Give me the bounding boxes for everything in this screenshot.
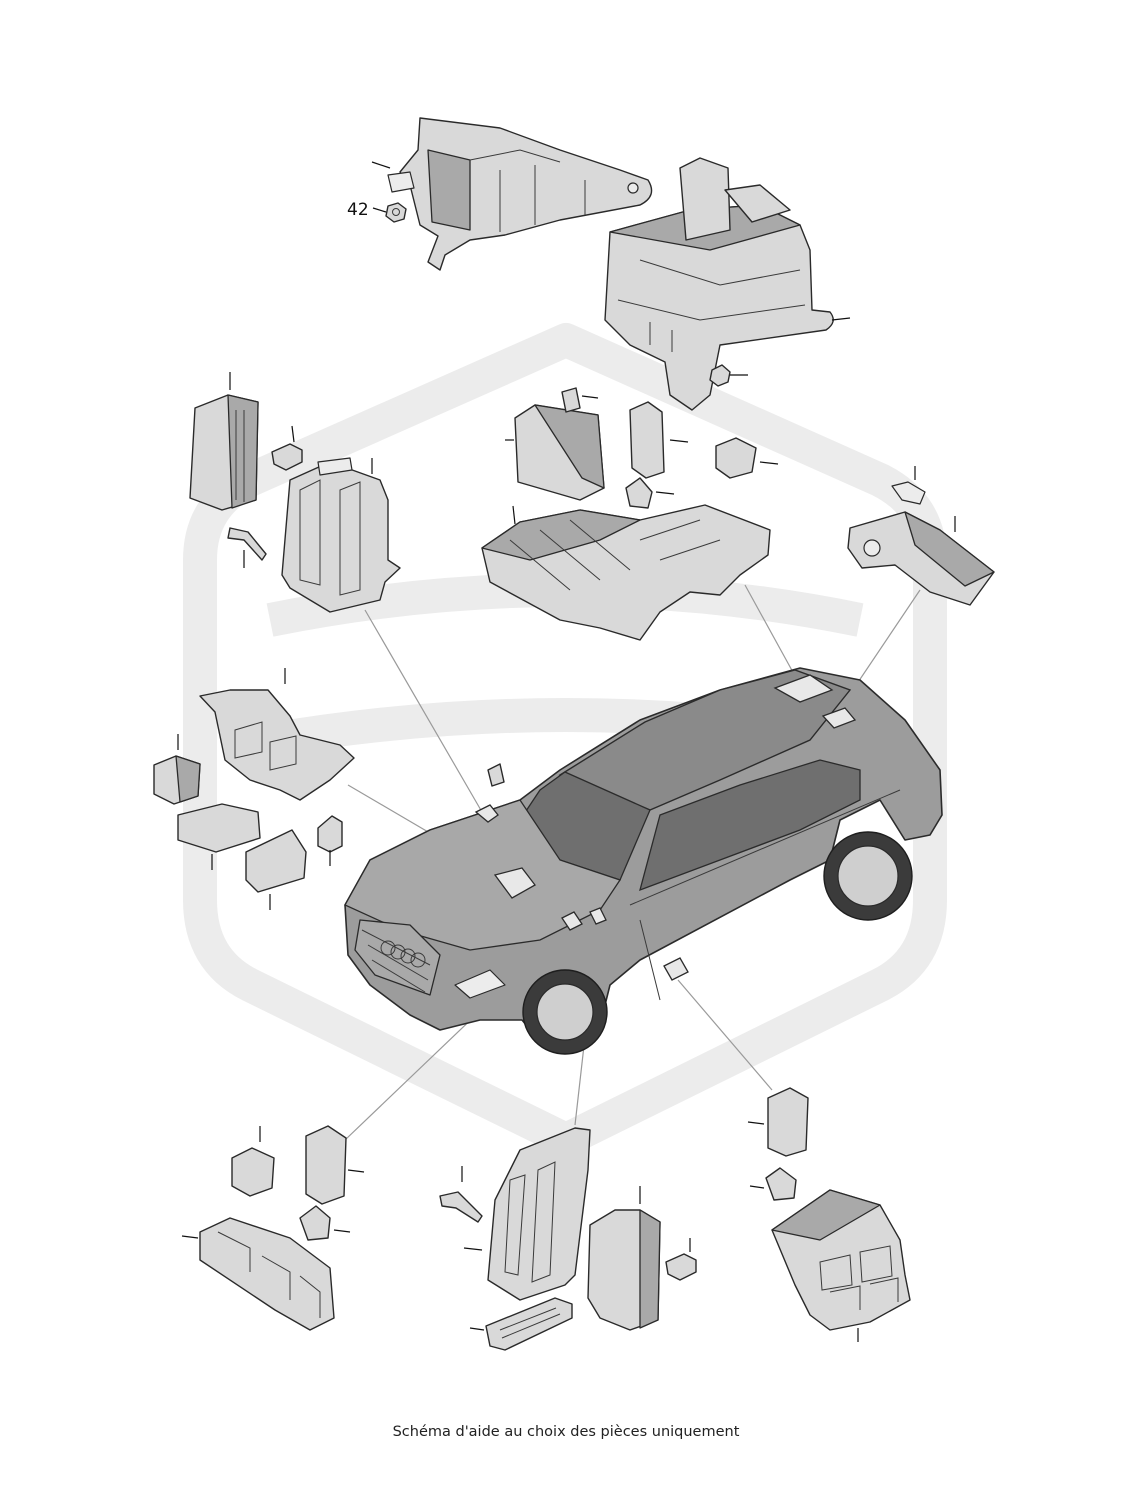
marker-wing-right bbox=[589, 907, 607, 925]
battery-fuse-cover bbox=[847, 511, 995, 606]
fuse-carrier-small bbox=[245, 829, 307, 893]
fuse-holder-right bbox=[767, 1087, 809, 1157]
fuse-carrier-frame-bottom bbox=[487, 1127, 591, 1301]
cable-clip-left bbox=[317, 815, 343, 853]
fuse-box-main bbox=[481, 504, 771, 641]
maxi-fuse-right bbox=[765, 1167, 797, 1201]
fuse-box-lower-right bbox=[771, 1189, 911, 1331]
maxi-fuse-bottom bbox=[299, 1205, 331, 1241]
maxi-fuse bbox=[625, 477, 653, 509]
location-markers bbox=[474, 674, 857, 981]
relay-carrier-bottom-left bbox=[199, 1217, 335, 1331]
fuse-strip-bottom bbox=[485, 1297, 573, 1351]
relay-carrier-bracket bbox=[387, 117, 653, 271]
diagram-caption: Schéma d'aide au choix des pièces unique… bbox=[392, 1424, 740, 1440]
marker-rear-left bbox=[773, 674, 834, 703]
marker-rear-right bbox=[821, 707, 857, 729]
fuse-holder-bottom bbox=[305, 1125, 347, 1205]
relay-module-bottom bbox=[587, 1209, 661, 1331]
vehicle-illustration bbox=[344, 667, 943, 1055]
marker-door bbox=[663, 957, 689, 981]
relay-pack bbox=[514, 404, 605, 501]
blade-fuse-bottom bbox=[665, 1253, 697, 1281]
screw-bolt-left bbox=[227, 527, 267, 561]
blade-fuse bbox=[271, 443, 303, 471]
fuse-plug-connector bbox=[177, 803, 261, 853]
marker-engine-bay bbox=[493, 867, 536, 899]
fuse-box-housing-upper bbox=[604, 157, 834, 411]
relay-module-left bbox=[189, 394, 259, 511]
leader-42 bbox=[372, 207, 387, 213]
relay-cube-left bbox=[153, 755, 201, 805]
screw-bolt-bottom bbox=[439, 1191, 483, 1223]
relay-cube-bottom bbox=[231, 1147, 275, 1197]
marker-windscreen bbox=[474, 804, 499, 823]
hex-nut bbox=[385, 202, 407, 223]
callout-42: 42 bbox=[347, 200, 369, 220]
fuse-carrier-frame-left bbox=[281, 457, 401, 613]
mini-fuse-top bbox=[561, 387, 581, 413]
fuse-holder-strip bbox=[629, 401, 665, 479]
marker-wing-left bbox=[561, 911, 583, 931]
relay-bracket-left bbox=[199, 689, 355, 801]
grille-rings bbox=[380, 940, 426, 968]
relay-cube-top bbox=[715, 437, 757, 479]
small-clip bbox=[891, 481, 926, 505]
